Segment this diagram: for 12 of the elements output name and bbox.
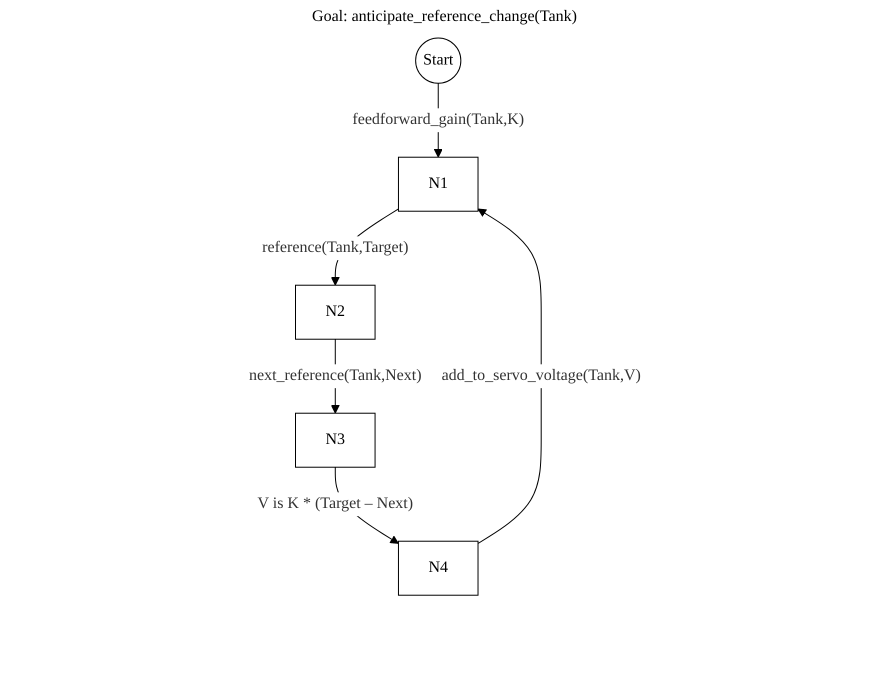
node-box: N2	[294, 284, 376, 340]
node-box: N3	[294, 412, 376, 468]
arrow	[477, 208, 542, 544]
node-box: N4	[398, 540, 478, 596]
edge-label: V is K * (Target – Next)	[257, 495, 413, 512]
edge-label: reference(Tank,Target)	[262, 239, 408, 256]
edge-label: next_reference(Tank,Next)	[248, 367, 422, 384]
edge-label: feedforward_gain(Tank,K)	[352, 111, 524, 128]
diagram-title: Goal: anticipate_reference_change(Tank)	[311, 7, 578, 27]
node-circle: Start	[414, 38, 461, 84]
node-box: N1	[398, 156, 478, 212]
edge-label: add_to_servo_voltage(Tank,V)	[441, 367, 640, 384]
